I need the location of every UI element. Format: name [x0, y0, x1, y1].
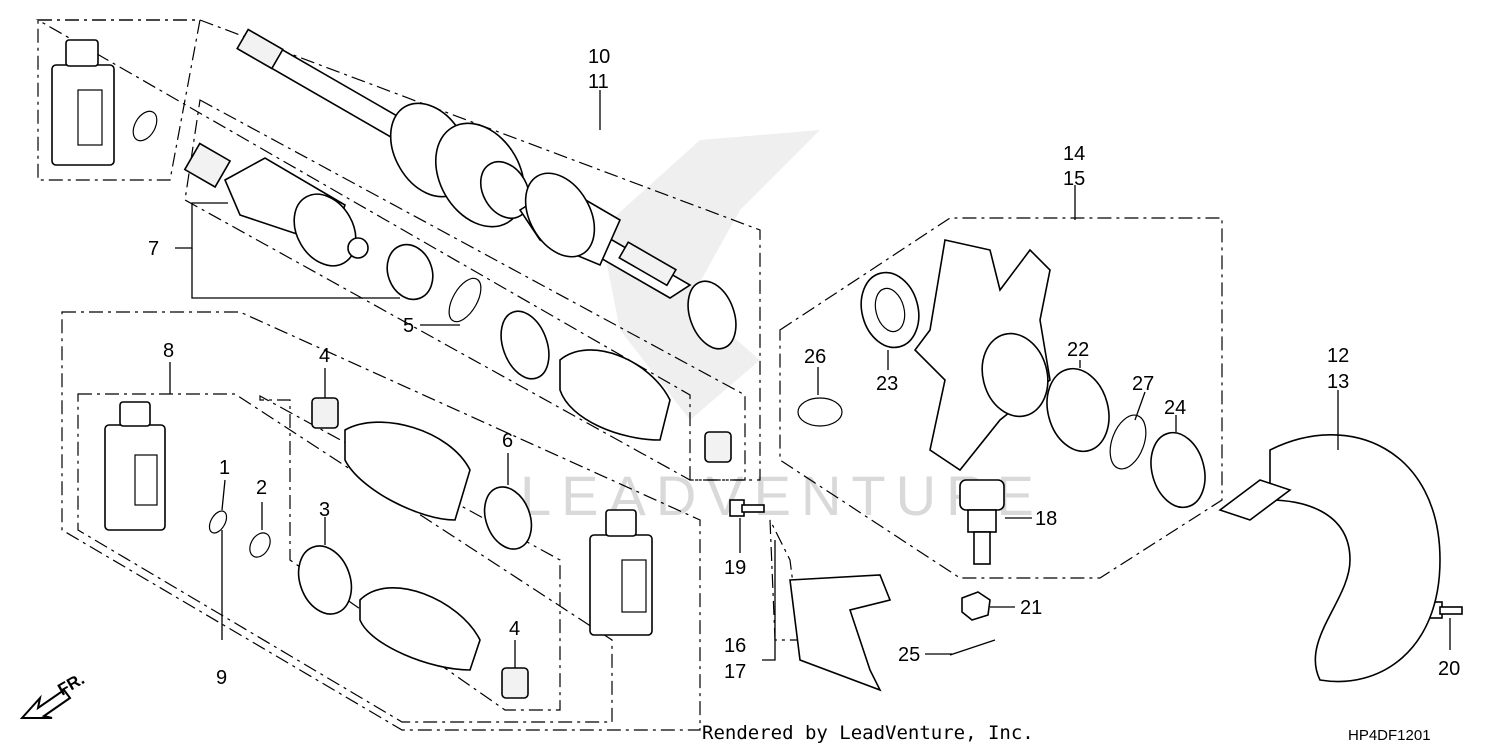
callout-7: 7	[148, 238, 159, 260]
drive-shaft	[236, 28, 692, 299]
callout-4-top: 4	[319, 345, 330, 367]
steering-knuckle	[797, 239, 1206, 509]
diagram-code: HP4DF1201	[1348, 727, 1431, 744]
callout-21: 21	[1020, 597, 1042, 619]
callout-27: 27	[1132, 373, 1154, 395]
inner-joint	[183, 142, 434, 301]
callout-6: 6	[502, 430, 513, 452]
callout-17: 17	[724, 661, 746, 683]
callout-14: 14	[1063, 143, 1085, 165]
grease-kit-outline	[37, 19, 201, 181]
grease-bottle-right	[589, 509, 653, 636]
callout-1: 1	[219, 457, 230, 479]
callout-15: 15	[1063, 168, 1085, 190]
front-direction-marker: FR.	[19, 669, 88, 719]
callout-23: 23	[876, 373, 898, 395]
callout-3: 3	[319, 499, 330, 521]
callout-9: 9	[216, 667, 227, 689]
grease-bottle-middle	[104, 401, 166, 531]
watermark: LEADVENTURE	[520, 130, 1034, 527]
knuckle-outline	[779, 217, 1223, 579]
callout-12: 12	[1327, 345, 1349, 367]
callout-25: 25	[898, 644, 920, 666]
callout-4-bottom: 4	[509, 618, 520, 640]
disc-cover	[1218, 434, 1441, 683]
callout-11: 11	[588, 71, 609, 93]
boot-subgroup-outline	[259, 394, 561, 711]
cv-boots	[344, 349, 671, 671]
callout-13: 13	[1327, 371, 1349, 393]
callout-10: 10	[588, 46, 610, 68]
callout-24: 24	[1164, 397, 1186, 419]
callout-20: 20	[1438, 658, 1460, 680]
boot-bands	[297, 280, 737, 699]
snap-rings	[132, 110, 1147, 558]
leader-lines	[169, 90, 1451, 668]
callout-16: 16	[724, 635, 746, 657]
callout-18: 18	[1035, 508, 1057, 530]
callout-5: 5	[403, 315, 414, 337]
outer-joint-outline	[184, 99, 746, 481]
front-arrow-icon	[19, 688, 72, 719]
ball-joint	[959, 479, 1005, 565]
render-credit: Rendered by LeadVenture, Inc.	[702, 722, 1034, 744]
callout-26: 26	[804, 346, 826, 368]
callouts: 10 11 14 15 7 5 8 4 12 13 26 22 23 27 24…	[148, 46, 1460, 689]
callout-2: 2	[256, 477, 267, 499]
boot-kit-outline	[61, 311, 701, 731]
inner-boot-outline	[77, 393, 613, 723]
callout-22: 22	[1067, 339, 1089, 361]
callout-19: 19	[724, 557, 746, 579]
callout-8: 8	[163, 340, 174, 362]
grease-bottle-top	[51, 39, 115, 166]
lower-bracket	[789, 574, 892, 692]
